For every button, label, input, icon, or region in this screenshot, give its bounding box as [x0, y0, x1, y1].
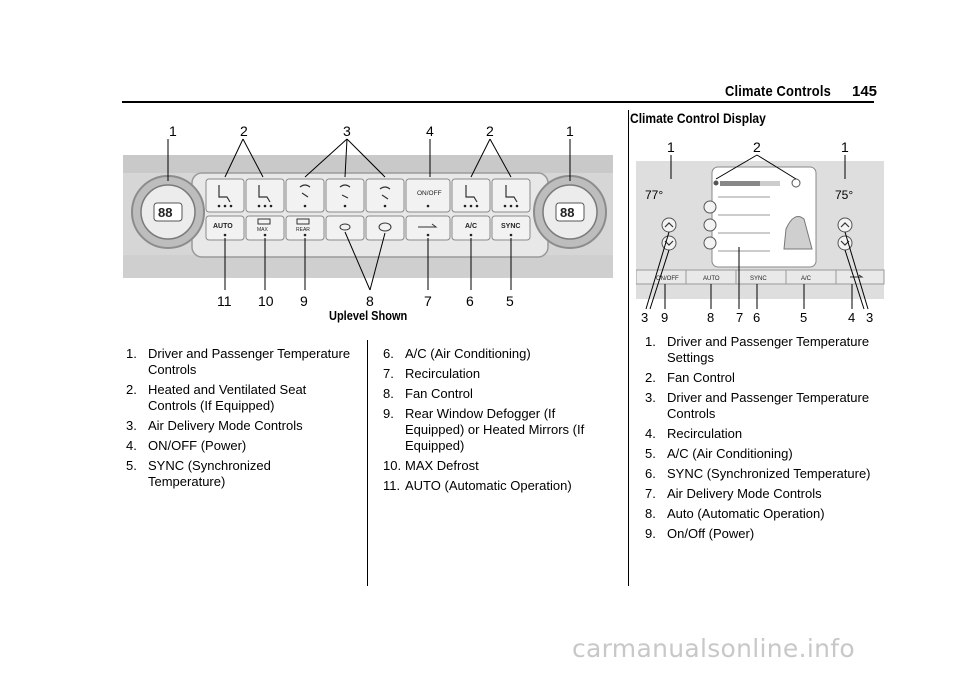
panel-ac-label: A/C: [465, 223, 477, 230]
rcallout-bottom-6: 6: [753, 310, 760, 325]
column-divider-left: [367, 340, 368, 586]
panel-sync-label: SYNC: [501, 223, 520, 230]
list-left-b: 6.A/C (Air Conditioning) 7.Recirculation…: [383, 346, 613, 498]
list-item: 6.SYNC (Synchronized Temperature): [645, 466, 871, 481]
list-left-a: 1.Driver and Passenger Temperature Contr…: [126, 346, 351, 494]
callout-top-3: 3: [343, 123, 351, 139]
watermark: carmanualsonline.info: [572, 634, 855, 663]
list-item: 2.Heated and Ventilated Seat Controls (I…: [126, 382, 307, 413]
rbtn-sync-label: SYNC: [750, 276, 767, 282]
list-item: 9.Rear Window Defogger (If Equipped) or …: [383, 406, 585, 453]
panel-rear-label: REAR: [296, 227, 310, 233]
rcallout-bottom-3b: 3: [866, 310, 873, 325]
rcallout-top-3: 1: [841, 139, 849, 155]
left-dial-display: 88: [158, 205, 172, 220]
callout-bottom-9: 9: [300, 293, 308, 309]
temp-right: 75°: [835, 188, 853, 202]
list-item: 7.Air Delivery Mode Controls: [645, 486, 822, 501]
rbtn-onoff-label: ON/OFF: [656, 276, 679, 282]
callout-bottom-7: 7: [424, 293, 432, 309]
rcallout-bottom-5: 5: [800, 310, 807, 325]
climate-panel-figure: 1 2 3 4 2 1 ON/OFF: [123, 123, 613, 309]
list-item: 1.Driver and Passenger Temperature Contr…: [126, 346, 351, 377]
list-item: 3.Driver and Passenger Temperature Contr…: [645, 390, 870, 421]
panel-onoff-label: ON/OFF: [417, 190, 442, 197]
callout-bottom-11: 11: [217, 293, 232, 309]
header-rule: [122, 101, 874, 103]
page-number: 145: [852, 83, 878, 100]
callout-bottom-6: 6: [466, 293, 474, 309]
rcallout-bottom-3a: 3: [641, 310, 648, 325]
list-item: 5.SYNC (Synchronized Temperature): [126, 458, 271, 489]
list-item: 1.Driver and Passenger Temperature Setti…: [645, 334, 870, 365]
list-item: 4.Recirculation: [645, 426, 743, 441]
rcallout-bottom-8: 8: [707, 310, 714, 325]
rcallout-bottom-4: 4: [848, 310, 855, 325]
callout-top-1: 1: [169, 123, 177, 139]
rcallout-top-1: 1: [667, 139, 675, 155]
list-item: 10.MAX Defrost: [383, 458, 479, 473]
section-header-title: Climate Controls: [725, 83, 831, 100]
list-item: 6.A/C (Air Conditioning): [383, 346, 531, 361]
climate-display-figure: 1 2 1 77° 75° ON/OFF AUTO SYNC A/C 3 9 8…: [636, 139, 885, 325]
temp-left: 77°: [645, 188, 663, 202]
rbtn-ac-label: A/C: [801, 276, 812, 282]
list-item: 7.Recirculation: [383, 366, 481, 381]
rbtn-auto-label: AUTO: [703, 276, 720, 282]
list-item: 11.AUTO (Automatic Operation): [383, 478, 572, 493]
callout-bottom-10: 10: [258, 293, 274, 309]
list-item: 9.On/Off (Power): [645, 526, 755, 541]
rcallout-top-2: 2: [753, 139, 761, 155]
list-item: 8.Fan Control: [383, 386, 473, 401]
callout-top-5: 2: [486, 123, 494, 139]
section-title: Climate Control Display: [630, 110, 766, 126]
rcallout-bottom-7: 7: [736, 310, 743, 325]
callout-bottom-8: 8: [366, 293, 374, 309]
list-item: 5.A/C (Air Conditioning): [645, 446, 793, 461]
list-item: 2.Fan Control: [645, 370, 735, 385]
rcallout-bottom-9: 9: [661, 310, 668, 325]
callout-top-4: 4: [426, 123, 434, 139]
list-item: 4.ON/OFF (Power): [126, 438, 247, 453]
list-right: 1.Driver and Passenger Temperature Setti…: [645, 334, 875, 546]
list-item: 8.Auto (Automatic Operation): [645, 506, 825, 521]
callout-top-6: 1: [566, 123, 574, 139]
callout-top-2: 2: [240, 123, 248, 139]
panel-auto-label: AUTO: [213, 223, 233, 230]
column-divider-right: [628, 110, 629, 586]
right-dial-display: 88: [560, 205, 574, 220]
callout-bottom-5: 5: [506, 293, 514, 309]
figure-caption: Uplevel Shown: [329, 309, 408, 323]
list-item: 3.Air Delivery Mode Controls: [126, 418, 303, 433]
panel-max-label: MAX: [257, 227, 269, 233]
